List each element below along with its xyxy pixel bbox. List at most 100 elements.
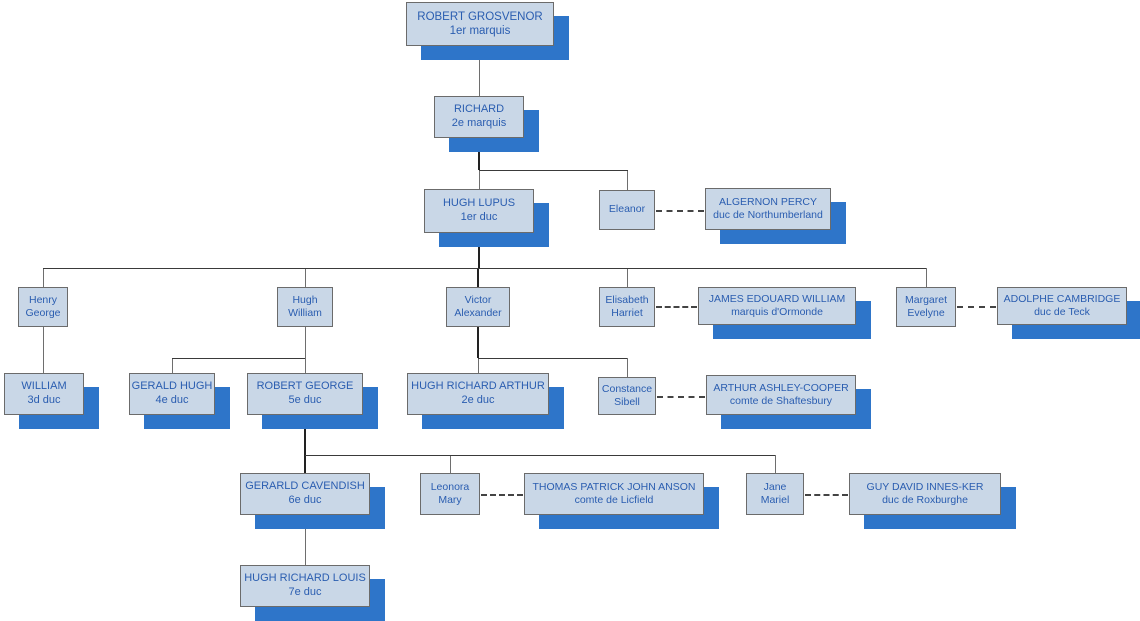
person-title: 6e duc (288, 494, 322, 506)
person-name: ADOLPHE CAMBRIDGE (1003, 292, 1121, 305)
connector-cavendish-to-louis (305, 515, 306, 565)
person-name: HUGH LUPUS (442, 197, 516, 210)
marriage-link-leonora-thomas (481, 494, 523, 496)
marriage-link-jane-guy (805, 494, 848, 496)
person-name: Eleanor (608, 203, 646, 216)
person-title: 2e duc (461, 394, 495, 406)
person-name: Victor (464, 293, 492, 306)
connector-eleanor-stem (627, 170, 628, 190)
connector-hughlupus-stem (479, 170, 480, 189)
person-name: ARTHUR ASHLEY-COOPER (713, 381, 849, 394)
connector-richard-down (478, 138, 480, 170)
person-title: marquis d'Ormonde (731, 306, 823, 318)
person-title: comte de Shaftesbury (729, 395, 833, 407)
connector-gerarld-cavendish-stem (304, 455, 306, 473)
person-name: RICHARD (453, 103, 505, 116)
person-name: JAMES EDOUARD WILLIAM (708, 292, 846, 305)
person-title: Harriet (611, 307, 643, 319)
person-name: Constance (601, 382, 653, 395)
person-name: GUY DAVID INNES-KER (866, 480, 984, 493)
person-title: Sibell (614, 396, 640, 408)
person-title: William (288, 307, 322, 319)
person-title: comte de Licfield (574, 494, 654, 506)
connector-constance-stem (627, 358, 628, 377)
person-node-eleanor[interactable]: Eleanor (599, 190, 655, 230)
person-name: HUGH RICHARD ARTHUR (411, 380, 545, 393)
connector-margaret-evelyne-stem (926, 268, 927, 287)
person-name: WILLIAM (21, 380, 67, 393)
connector-hughwilliam-children-bar (172, 358, 305, 359)
person-name: Hugh (292, 293, 318, 306)
connector-elisabeth-harriet-stem (627, 268, 628, 287)
person-node-robert_grosvenor[interactable]: ROBERT GROSVENOR 1er marquis (406, 2, 554, 46)
connector-robert-george-stem (305, 358, 306, 373)
person-name: GERALD HUGH (131, 380, 213, 393)
connector-jane-stem (775, 455, 776, 473)
connector-henry-to-william (43, 327, 44, 373)
connector-robert-george-down (304, 415, 306, 455)
person-title: 4e duc (155, 394, 189, 406)
marriage-link-eleanor-algernon (656, 210, 704, 212)
connector-hugh-william-stem (305, 268, 306, 287)
connector-richard-children-bar (479, 170, 628, 171)
person-title: Alexander (454, 307, 502, 319)
connector-victor-alexander-stem (477, 268, 479, 287)
marriage-link-margaret-adolphe (957, 306, 996, 308)
connector-hugh-william-down (305, 327, 306, 358)
connector-gerald-hugh-stem (172, 358, 173, 373)
person-name: Jane (763, 480, 787, 493)
person-title: 3d duc (27, 394, 61, 406)
person-title: Mariel (760, 494, 790, 506)
person-name: GERARLD CAVENDISH (245, 480, 365, 493)
person-name: ALGERNON PERCY (718, 195, 818, 208)
person-title: George (25, 307, 61, 319)
person-name: Henry (28, 293, 57, 306)
connector-hughlupus-down (478, 233, 480, 268)
person-name: ROBERT GEORGE (256, 380, 354, 393)
person-title: duc de Roxburghe (882, 494, 968, 506)
person-name: Margaret (904, 293, 947, 306)
connector-hugh-richard-arthur-stem (478, 358, 479, 373)
person-title: duc de Northumberland (713, 209, 823, 221)
person-title: 7e duc (288, 586, 322, 598)
connector-hughlupus-children-bar (43, 268, 926, 269)
connector-victor-children-bar (478, 358, 627, 359)
connector-robert-to-richard (479, 46, 480, 96)
connector-robertgeorge-children-bar (305, 455, 775, 456)
person-name: HUGH RICHARD LOUIS (244, 572, 366, 585)
person-title: 2e marquis (451, 117, 507, 129)
person-name: Leonora (430, 480, 470, 493)
connector-victor-down (477, 327, 479, 358)
person-title: Evelyne (907, 307, 945, 319)
person-title: Mary (438, 494, 462, 506)
connector-leonora-stem (450, 455, 451, 473)
marriage-link-elisabeth-james (656, 306, 697, 308)
person-title: 1er marquis (449, 25, 511, 37)
person-name: ROBERT GROSVENOR (417, 10, 543, 23)
connector-henry-george-stem (43, 268, 44, 287)
person-title: 1er duc (460, 211, 498, 223)
